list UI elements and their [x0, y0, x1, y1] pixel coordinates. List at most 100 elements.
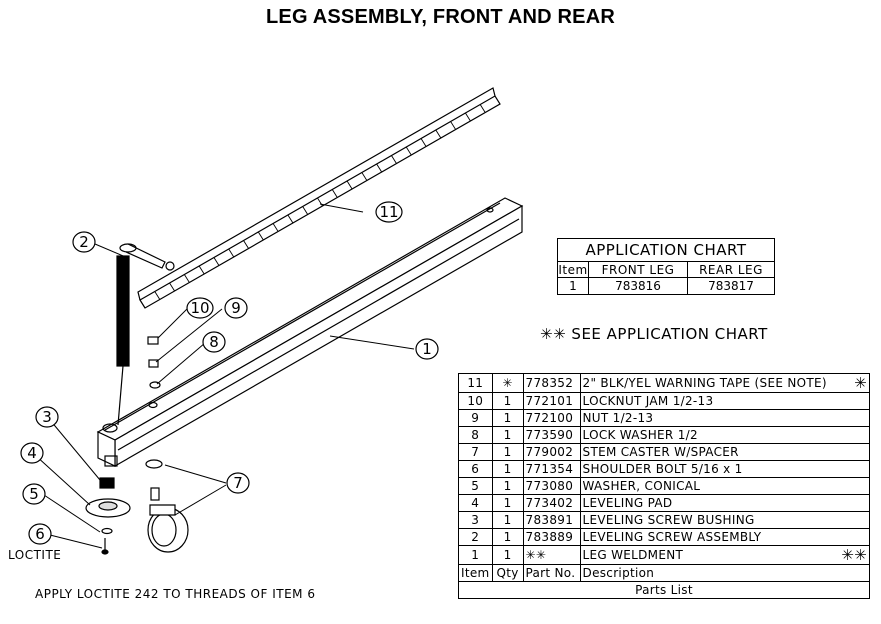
leveling-pad-part: [85, 477, 131, 555]
part-number-cell: 771354: [522, 460, 581, 478]
asterisk-icon: ✳✳: [540, 325, 567, 343]
description-text: LEG WELDMENT: [582, 548, 684, 562]
description-text: SHOULDER BOLT 5/16 x 1: [582, 462, 743, 476]
callout-6: 6: [28, 523, 52, 545]
description-cell: LOCKNUT JAM 1/2-13: [579, 392, 871, 410]
qty-cell: 1: [491, 511, 524, 529]
parts-header-item: Item: [458, 564, 493, 582]
part-number-cell: 783889: [522, 528, 581, 546]
description-text: LEVELING PAD: [582, 496, 673, 510]
callout-9: 9: [224, 297, 248, 319]
description-cell: LEVELING PAD: [579, 494, 871, 512]
tape-stripe: [331, 189, 338, 198]
tape-stripe: [257, 231, 264, 241]
callout-label: 7: [233, 474, 243, 492]
description-text: WASHER, CONICAL: [582, 479, 701, 493]
description-cell: NUT 1/2-13: [579, 409, 871, 427]
qty-cell: ✳: [491, 373, 524, 393]
parts-header-part-no: Part No.: [522, 564, 581, 582]
tape-stripe: [435, 129, 442, 139]
description-cell: STEM CASTER W/SPACER: [579, 443, 871, 461]
tape-stripe: [302, 206, 309, 215]
tape-stripe: [405, 146, 412, 156]
tape-stripe: [420, 138, 427, 147]
description-text: LOCK WASHER 1/2: [582, 428, 698, 442]
item-cell: 10: [458, 392, 493, 410]
callout-1: 1: [415, 338, 439, 360]
description-cell: LEG WELDMENT ✳✳: [579, 545, 871, 565]
callout-11: 11: [375, 201, 403, 223]
qty-cell: 1: [491, 426, 524, 444]
callout-label: 3: [42, 408, 52, 426]
callout-label: 10: [190, 299, 209, 317]
item-cell: 6: [458, 460, 493, 478]
tape-stripe: [243, 240, 249, 249]
app-header-front: FRONT LEG: [587, 261, 689, 278]
item-cell: 1: [458, 545, 493, 565]
description-cell: LOCK WASHER 1/2: [579, 426, 871, 444]
application-chart: APPLICATION CHART Item FRONT LEG REAR LE…: [557, 238, 775, 295]
parts-header-description: Description: [579, 564, 871, 582]
tape-stripe: [169, 282, 175, 292]
asterisk-icon: ✳✳: [841, 546, 867, 564]
tape-stripe: [213, 257, 220, 266]
callout-3: 3: [35, 406, 59, 428]
app-header-rear: REAR LEG: [687, 261, 775, 278]
parts-list-title: Parts List: [458, 581, 870, 599]
part-number-cell: 773590: [522, 426, 581, 444]
description-text: NUT 1/2-13: [582, 411, 654, 425]
callout-2: 2: [72, 231, 96, 253]
see-application-note: ✳✳ SEE APPLICATION CHART: [540, 325, 768, 343]
page-title: LEG ASSEMBLY, FRONT AND REAR: [266, 6, 615, 28]
tape-stripe: [391, 155, 397, 164]
part-number-cell: 773402: [522, 494, 581, 512]
tape-stripe: [154, 291, 161, 300]
asterisk-icon: ✳: [854, 374, 867, 392]
description-text: LEVELING SCREW BUSHING: [582, 513, 755, 527]
item-cell: 11: [458, 373, 493, 393]
callout-label: 2: [79, 233, 89, 251]
qty-cell: 1: [491, 460, 524, 478]
description-cell: LEVELING SCREW BUSHING: [579, 511, 871, 529]
app-cell: 783816: [587, 277, 689, 295]
part-number-cell: 778352: [522, 373, 581, 393]
tape-stripe: [346, 180, 353, 190]
tape-stripe: [376, 163, 383, 173]
description-text: STEM CASTER W/SPACER: [582, 445, 739, 459]
description-cell: SHOULDER BOLT 5/16 x 1: [579, 460, 871, 478]
parts-header-qty: Qty: [491, 564, 524, 582]
tape-stripe: [287, 214, 294, 224]
callout-label: 9: [231, 299, 241, 317]
description-text: LOCKNUT JAM 1/2-13: [582, 394, 714, 408]
tape-stripe: [450, 121, 457, 130]
item-cell: 4: [458, 494, 493, 512]
item-cell: 9: [458, 409, 493, 427]
qty-cell: 1: [491, 528, 524, 546]
leg-weldment-part: [96, 197, 524, 468]
part-number-cell: 772101: [522, 392, 581, 410]
callout-7: 7: [226, 472, 250, 494]
nut-stack-part: [147, 336, 161, 389]
description-text: LEVELING SCREW ASSEMBLY: [582, 530, 762, 544]
tape-stripe: [479, 104, 486, 113]
part-number-cell: 772100: [522, 409, 581, 427]
qty-cell: 1: [491, 409, 524, 427]
description-cell: WASHER, CONICAL: [579, 477, 871, 495]
part-number-cell: 783891: [522, 511, 581, 529]
tape-stripe: [361, 172, 368, 181]
description-cell: 2" BLK/YEL WARNING TAPE (SEE NOTE)✳: [579, 373, 871, 393]
callout-label: 8: [209, 333, 219, 351]
loctite-note: APPLY LOCTITE 242 TO THREADS OF ITEM 6: [35, 587, 316, 601]
callout-label: 6: [35, 525, 45, 543]
